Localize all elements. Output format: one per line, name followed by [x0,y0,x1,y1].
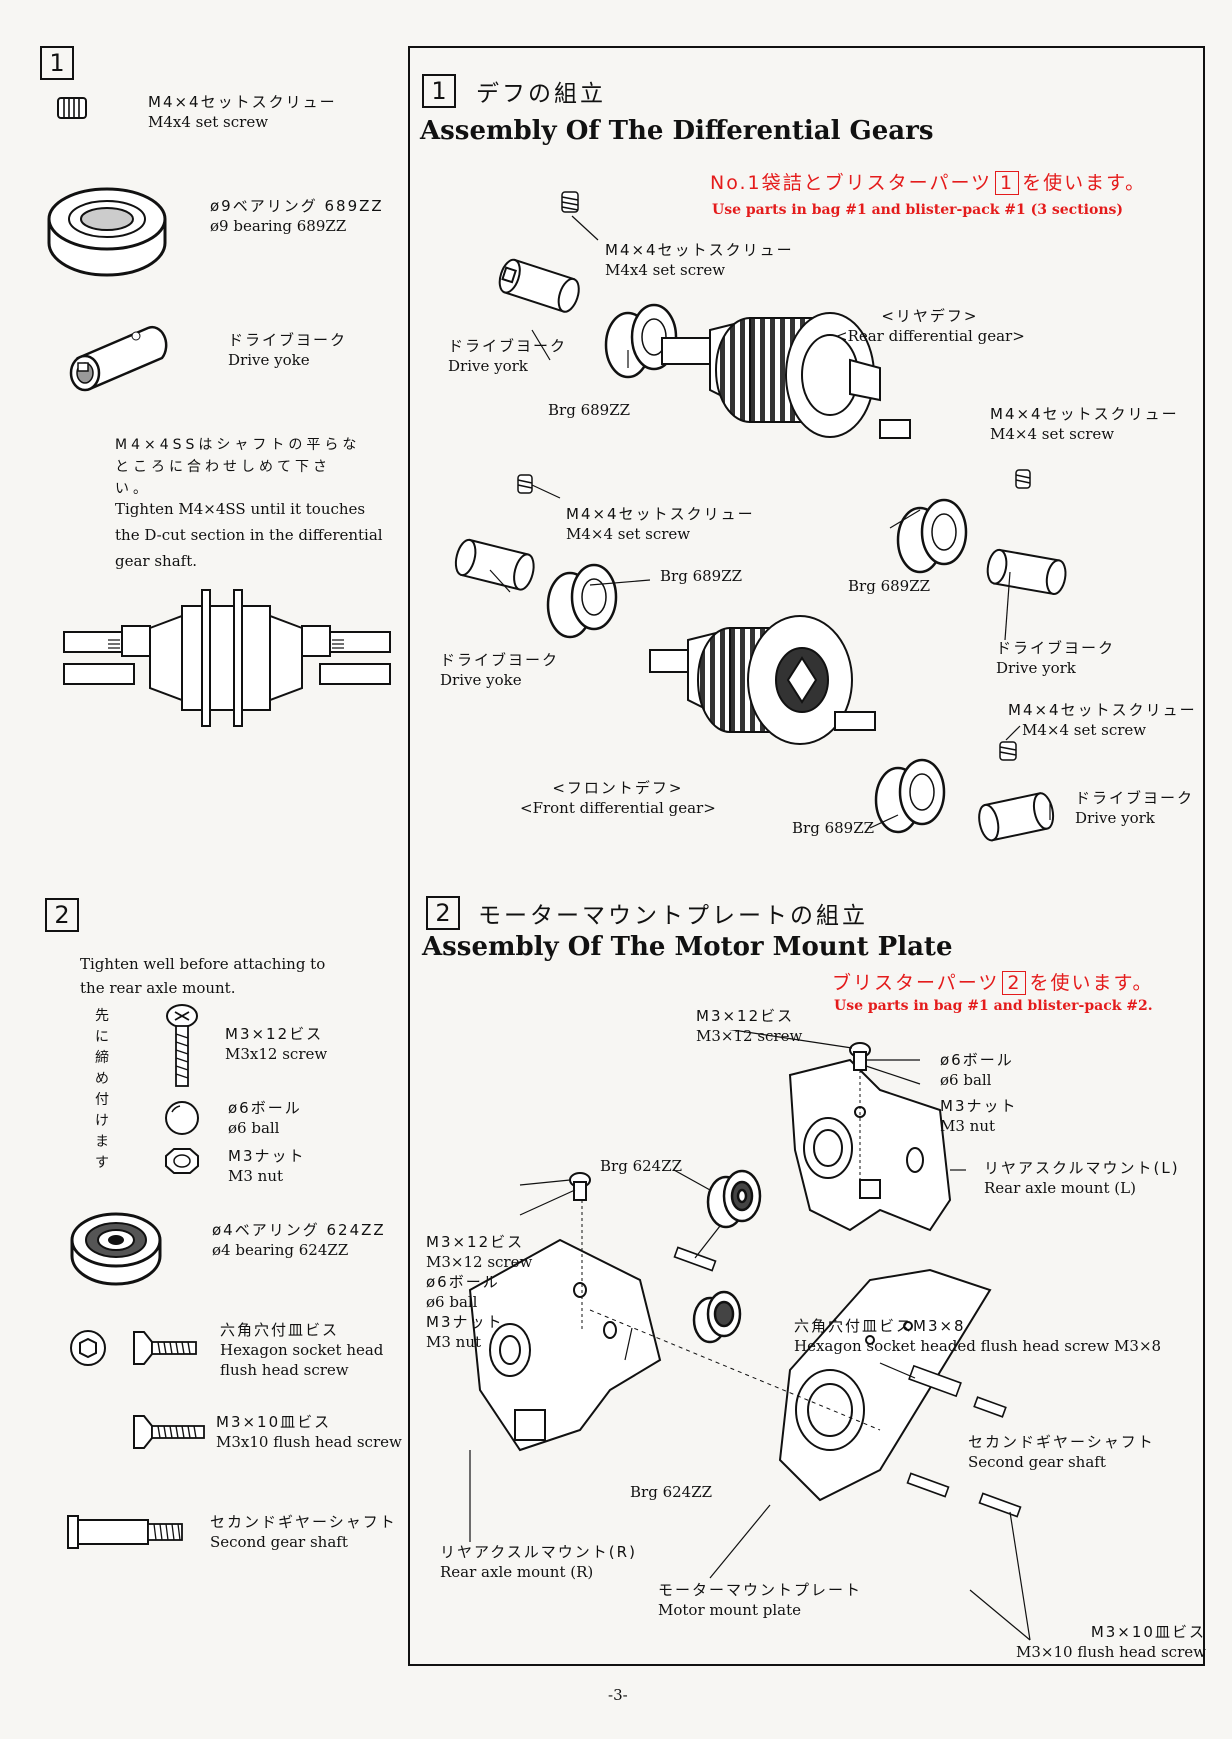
sec2-title-jp: モーターマウントプレートの組立 [478,903,868,929]
sec1-rear-diff-label: <リヤデフ> <Rear differential gear> [835,307,1025,345]
sec1-setscrew-lower-label: M4×4セットスクリュー M4×4 set screw [1008,701,1197,739]
sec2-motor-plate-label: モーターマウントプレート Motor mount plate [658,1581,863,1619]
m3x10-label: M3×10皿ビス M3x10 flush head screw [216,1413,402,1451]
sec1-york-lower-label: ドライブヨーク Drive york [1075,789,1195,827]
sec1-title-jp: デフの組立 [476,81,606,107]
sec1-brg-lower-label: Brg 689ZZ [792,819,875,837]
sec2-rearR-label: リヤアクスルマウント(R) Rear axle mount (R) [440,1543,637,1581]
vertical-jp-note: 先 に 締 め 付 け ま す [95,1008,109,1171]
sec1-brg-rear-label: Brg 689ZZ [548,401,631,419]
sec1-york-right-label: ドライブヨーク Drive york [996,639,1116,677]
step1-number-box: 1 [40,46,74,80]
bearing-624-icon [70,1212,162,1286]
set-screw-icon [57,97,87,119]
set-screw-label: M4×4セットスクリュー M4x4 set screw [148,93,337,131]
hex-flush-screw-icon [133,1331,197,1365]
sec1-front-diff-label: <フロントデフ> <Front differential gear> [520,779,716,817]
sec2-rearL-label: リヤアスクルマウント(L) Rear axle mount (L) [984,1159,1180,1197]
sec2-shaft-label: セカンドギヤーシャフト Second gear shaft [968,1433,1155,1471]
sec1-york-rear-label: ドライブヨーク Drive york [448,337,568,375]
m3x12-label: M3×12ビス M3x12 screw [225,1025,328,1063]
bearing-689-label: ø9ベアリング 689ZZ ø9 bearing 689ZZ [210,197,384,235]
ball-label: ø6ボール ø6 ball [228,1099,302,1137]
sec1-setscrew-top-label: M4×4セットスクリュー M4x4 set screw [605,241,794,279]
hex-socket-head-icon [70,1330,106,1366]
sec2-m3x12-left-label: M3×12ビス M3×12 screw ø6ボール ø6 ball M3ナット … [426,1233,533,1351]
setscrew-note-en: Tighten M4×4SS until it touches the D-cu… [115,500,383,570]
instruction-frame [408,46,1205,1666]
sec2-red-note-en: Use parts in bag #1 and blister-pack #2. [834,998,1153,1014]
differential-assembly-diagram [454,191,1067,842]
tighten-note: Tighten well before attaching to the rea… [80,955,326,997]
second-gear-shaft-icon [67,1515,183,1549]
step2-number-box: 2 [45,898,79,932]
sec1-title-en: Assembly Of The Differential Gears [420,116,934,146]
sec2-nut-top-label: M3ナット M3 nut [940,1097,1018,1135]
differential-cross-section-diagram [63,589,391,727]
motor-mount-assembly-diagram [468,1030,1031,1641]
drive-yoke-label: ドライブヨーク Drive yoke [228,331,348,369]
drive-yoke-icon [69,325,168,392]
sec2-number-box: 2 [426,896,460,930]
sec2-brg-upper-label: Brg 624ZZ [600,1157,683,1175]
page-number: -3- [608,1686,628,1704]
sec1-setscrew-mid-label: M4×4セットスクリュー M4×4 set screw [566,505,755,543]
sec2-hex-label: 六角穴付皿ビスM3×8 Hexagon socket headed flush … [794,1317,1162,1355]
ball-icon [165,1101,199,1135]
sec2-ball-top-label: ø6ボール ø6 ball [940,1051,1014,1089]
m3x10-flush-screw-icon [133,1415,205,1449]
bearing-624-label: ø4ベアリング 624ZZ ø4 bearing 624ZZ [212,1221,386,1259]
sec1-brg-right-label: Brg 689ZZ [848,577,931,595]
setscrew-note-jp: M4×4SSはシャフトの平らなところに合わせしめて下さい。 [115,437,361,497]
nut-icon [165,1148,199,1174]
sec1-red-note-en: Use parts in bag #1 and blister-pack #1 … [712,202,1124,218]
m3x12-screw-icon [166,1004,198,1087]
sec1-yoke-mid-label: ドライブヨーク Drive yoke [440,651,560,689]
sec1-setscrew-right-label: M4×4セットスクリュー M4×4 set screw [990,405,1179,443]
sec1-brg-mid-label: Brg 689ZZ [660,567,743,585]
sec2-m3x10-label: M3×10皿ビス M3×10 flush head screw [1016,1623,1206,1661]
bearing-689-icon [47,187,167,277]
sec2-m3x12-top-label: M3×12ビス M3×12 screw [696,1007,803,1045]
sec1-number-box: 1 [422,74,456,108]
hex-screw-label: 六角穴付皿ビス Hexagon socket head flush head s… [220,1321,384,1379]
sec2-brg-lower-label: Brg 624ZZ [630,1483,713,1501]
sec2-title-en: Assembly Of The Motor Mount Plate [422,932,953,962]
nut-label: M3ナット M3 nut [228,1147,306,1185]
second-gear-shaft-label: セカンドギヤーシャフト Second gear shaft [210,1513,397,1551]
